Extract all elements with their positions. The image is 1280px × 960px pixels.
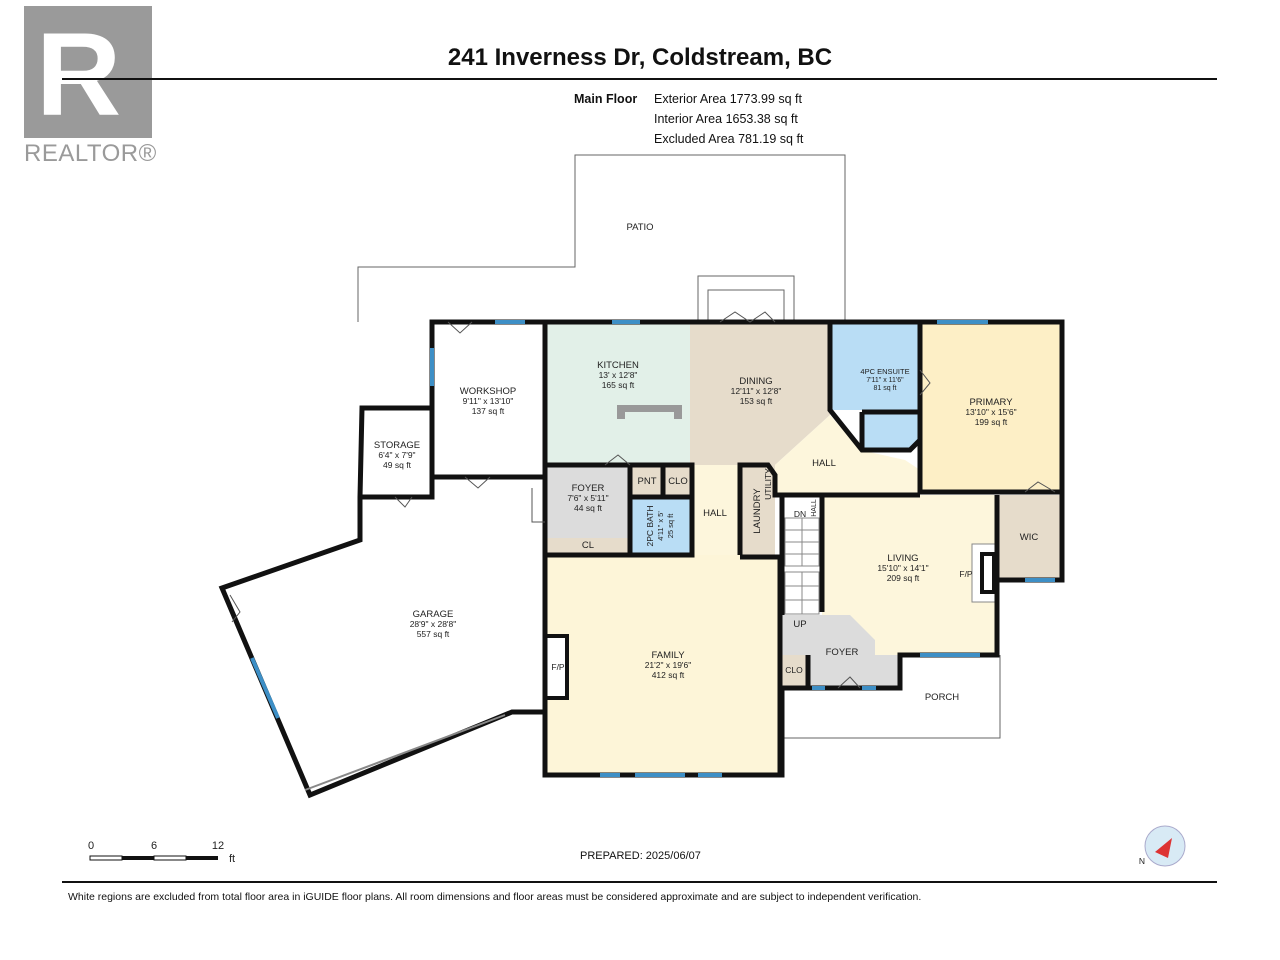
foyer-west-area: 44 sq ft bbox=[574, 503, 603, 513]
laundry-fill bbox=[740, 465, 775, 557]
header-divider bbox=[62, 78, 1217, 80]
family-fp-label: F/P bbox=[551, 662, 565, 672]
kitchen-fill bbox=[545, 322, 690, 465]
ensuite-label: 4PC ENSUITE bbox=[860, 367, 909, 376]
patio-outline bbox=[357, 154, 846, 322]
clo-lower-fill bbox=[782, 655, 808, 688]
ensuite-fill bbox=[830, 322, 920, 410]
ensuite-area: 81 sq ft bbox=[874, 385, 897, 392]
garage-label: GARAGE bbox=[413, 609, 454, 620]
floor-name: Main Floor bbox=[574, 92, 638, 106]
garage-dims: 28'9" x 28'8" bbox=[410, 619, 457, 629]
hall-mid-fill bbox=[692, 465, 740, 557]
kitchen-area: 165 sq ft bbox=[602, 380, 635, 390]
living-label: LIVING bbox=[887, 553, 918, 564]
hall-upper-fill bbox=[775, 415, 920, 495]
porch-label: PORCH bbox=[925, 692, 959, 703]
dining-label: DINING bbox=[739, 376, 772, 387]
living-fp-label: F/P bbox=[959, 569, 973, 579]
patio-label: PATIO bbox=[626, 222, 653, 233]
patio-step-inner bbox=[707, 289, 785, 323]
kitchen-island bbox=[617, 405, 682, 419]
workshop-area: 137 sq ft bbox=[472, 406, 505, 416]
prepared-date: PREPARED: 2025/06/07 bbox=[580, 850, 701, 862]
hall-small-label: HALL bbox=[811, 499, 818, 517]
exterior-area: Exterior Area 1773.99 sq ft bbox=[654, 92, 803, 106]
clo-upper-label: CLO bbox=[668, 476, 688, 487]
kitchen-label: KITCHEN bbox=[597, 360, 639, 371]
dining-area: 153 sq ft bbox=[740, 396, 773, 406]
storage-label: STORAGE bbox=[374, 440, 420, 451]
hall-mid-label: HALL bbox=[703, 508, 727, 519]
clo-lower-label: CLO bbox=[785, 665, 803, 675]
realtor-logo: R REALTOR® bbox=[24, 6, 157, 168]
living-area: 209 sq ft bbox=[887, 573, 920, 583]
scale-tick-12: 12 bbox=[212, 840, 224, 852]
dining-fill bbox=[690, 322, 830, 465]
scale-unit: ft bbox=[229, 853, 235, 865]
interior-area: Interior Area 1653.38 sq ft bbox=[654, 112, 798, 126]
laundry-label: LAUNDRY bbox=[752, 488, 763, 534]
compass-label: N bbox=[1139, 856, 1145, 866]
foyer-west-dims: 7'6" x 5'11" bbox=[567, 493, 608, 503]
family-fill bbox=[545, 555, 780, 775]
primary-dims: 13'10" x 15'6" bbox=[965, 407, 1016, 417]
foyer-east-label: FOYER bbox=[826, 647, 859, 658]
primary-area: 199 sq ft bbox=[975, 417, 1008, 427]
foyer-east-fill bbox=[782, 615, 900, 688]
family-area: 412 sq ft bbox=[652, 670, 685, 680]
page-title: 241 Inverness Dr, Coldstream, BC bbox=[447, 44, 833, 71]
storage-dims: 6'4" x 7'9" bbox=[378, 450, 415, 460]
up-label: UP bbox=[793, 619, 806, 630]
pnt-label: PNT bbox=[638, 476, 657, 487]
primary-label: PRIMARY bbox=[969, 397, 1013, 408]
garage-door bbox=[304, 714, 506, 791]
bath2-dims: 4'11" x 5' bbox=[656, 511, 665, 541]
foyer-west-label: FOYER bbox=[572, 483, 605, 494]
foyer-west-fill bbox=[545, 465, 630, 540]
compass-icon: N bbox=[1139, 825, 1186, 867]
workshop-dims: 9'11" x 13'10" bbox=[463, 396, 514, 406]
wic-fill bbox=[997, 495, 1062, 578]
family-dims: 21'2" x 19'6" bbox=[645, 660, 692, 670]
living-dims: 15'10" x 14'1" bbox=[877, 563, 928, 573]
bath2-area: 25 sq ft bbox=[666, 513, 675, 539]
scale-bar: 0 6 12 ft bbox=[88, 840, 235, 865]
workshop-label: WORKSHOP bbox=[460, 386, 516, 397]
disclaimer: White regions are excluded from total fl… bbox=[68, 891, 922, 903]
garage-area: 557 sq ft bbox=[417, 629, 450, 639]
scale-tick-0: 0 bbox=[88, 840, 94, 852]
patio-step bbox=[697, 275, 795, 323]
family-label: FAMILY bbox=[651, 650, 685, 661]
dn-label: DN bbox=[794, 509, 806, 519]
excluded-area: Excluded Area 781.19 sq ft bbox=[654, 132, 804, 146]
primary-fill bbox=[920, 322, 1062, 494]
bath2-fill bbox=[630, 497, 692, 555]
wic-label: WIC bbox=[1020, 532, 1039, 543]
windows bbox=[250, 320, 1055, 777]
utility-label: UTILITY bbox=[763, 468, 773, 500]
scale-tick-6: 6 bbox=[151, 840, 157, 852]
cl-label: CL bbox=[582, 540, 594, 551]
logo-wordmark: REALTOR® bbox=[24, 140, 157, 167]
doors bbox=[229, 311, 1056, 689]
hall-upper-label: HALL bbox=[812, 458, 836, 469]
storage-area: 49 sq ft bbox=[383, 460, 412, 470]
logo-letter: R bbox=[36, 9, 122, 141]
ensuite-shower-fill bbox=[862, 412, 920, 452]
footer-divider bbox=[62, 881, 1217, 883]
cl-fill bbox=[545, 538, 630, 555]
staircase bbox=[784, 517, 820, 615]
living-fireplace bbox=[980, 552, 996, 594]
dining-dims: 12'11" x 12'8" bbox=[731, 386, 782, 396]
ensuite-dims: 7'11" x 11'6" bbox=[866, 377, 904, 384]
kitchen-dims: 13' x 12'8" bbox=[599, 370, 638, 380]
bath2-label: 2PC BATH bbox=[645, 506, 655, 547]
